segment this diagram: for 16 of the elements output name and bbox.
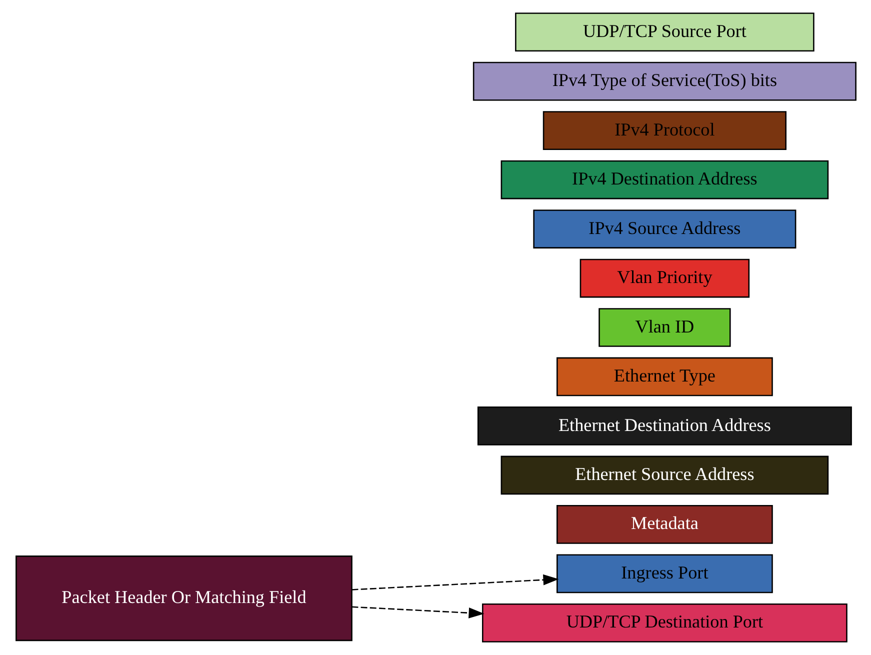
node-box: Vlan ID [598, 308, 730, 347]
arrow [351, 606, 484, 618]
node-box: Ethernet Source Address [500, 456, 828, 495]
arrow [351, 574, 558, 590]
node-box: Ethernet Type [556, 357, 772, 396]
node-box: UDP/TCP Destination Port [482, 604, 847, 642]
node-box: Ethernet Destination Address [476, 406, 852, 446]
node-box: UDP/TCP Source Port [514, 12, 814, 52]
node-box: IPv4 Type of Service(ToS) bits [472, 62, 856, 101]
node-box: IPv4 Destination Address [500, 160, 828, 200]
node-box: IPv4 Protocol [542, 111, 786, 150]
node-box: Ingress Port [556, 554, 772, 594]
node-box: IPv4 Source Address [532, 210, 796, 248]
node-box: Packet Header Or Matching Field [15, 556, 352, 642]
node-box: Vlan Priority [579, 258, 750, 298]
node-box: Metadata [556, 505, 772, 544]
